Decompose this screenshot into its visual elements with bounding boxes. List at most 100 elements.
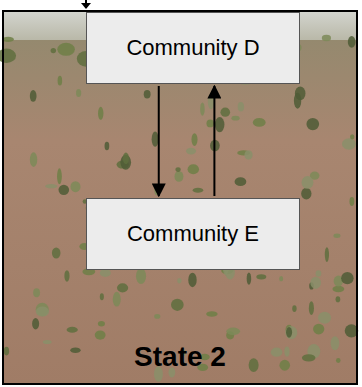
shrub bbox=[188, 164, 200, 174]
shrub bbox=[43, 340, 52, 344]
shrub bbox=[208, 94, 214, 109]
shrub bbox=[342, 138, 356, 150]
shrub bbox=[177, 278, 181, 283]
shrub bbox=[294, 93, 301, 109]
shrub bbox=[123, 153, 129, 165]
shrubs bbox=[0, 32, 358, 382]
shrub bbox=[30, 90, 37, 102]
shrub bbox=[332, 286, 344, 292]
shrub bbox=[57, 43, 75, 56]
shrub bbox=[271, 348, 283, 357]
shrub bbox=[188, 273, 196, 287]
shrub bbox=[210, 140, 220, 152]
shrub bbox=[285, 326, 297, 339]
shrub bbox=[36, 307, 49, 317]
shrub bbox=[30, 152, 37, 167]
community-box: Community D bbox=[86, 12, 300, 84]
shrub bbox=[113, 292, 121, 307]
shrub bbox=[350, 134, 354, 139]
shrub bbox=[301, 188, 311, 200]
shrub bbox=[286, 327, 292, 338]
shrub bbox=[336, 358, 341, 363]
community-box: Community E bbox=[86, 198, 300, 270]
shrub bbox=[95, 330, 106, 339]
shrub bbox=[309, 301, 314, 315]
ground bbox=[2, 10, 358, 385]
shrub bbox=[154, 314, 160, 319]
shrub bbox=[193, 188, 204, 193]
incoming-arrow-head bbox=[81, 3, 91, 9]
shrub bbox=[325, 247, 329, 262]
shrub bbox=[200, 102, 205, 115]
shrub bbox=[152, 132, 159, 147]
shrub bbox=[349, 197, 354, 206]
shrub bbox=[52, 247, 61, 258]
shrub bbox=[58, 76, 63, 86]
shrub bbox=[336, 296, 341, 302]
shrub bbox=[33, 288, 40, 297]
shrub bbox=[302, 354, 316, 361]
shrub bbox=[279, 276, 283, 281]
shrub bbox=[98, 107, 103, 120]
shrub bbox=[51, 48, 56, 53]
shrub bbox=[249, 358, 259, 372]
shrub bbox=[306, 118, 319, 130]
shrub bbox=[341, 272, 353, 284]
shrub bbox=[175, 167, 180, 172]
shrub bbox=[310, 277, 321, 289]
shrub bbox=[64, 270, 69, 282]
shrub bbox=[186, 148, 196, 155]
shrub bbox=[76, 89, 81, 97]
shrub bbox=[220, 108, 230, 117]
shrub bbox=[57, 168, 62, 184]
shrub bbox=[32, 318, 39, 329]
shrub bbox=[4, 347, 9, 356]
state-panel: State 2 Community D Community E bbox=[2, 10, 358, 385]
shrub bbox=[235, 177, 247, 186]
shrub bbox=[247, 273, 252, 285]
shrub bbox=[313, 324, 324, 335]
community-name: Community D bbox=[126, 35, 259, 61]
shrub bbox=[302, 176, 314, 189]
shrub bbox=[98, 321, 105, 326]
shrub bbox=[70, 181, 80, 192]
shrub bbox=[316, 270, 322, 277]
shrub bbox=[174, 171, 183, 182]
shrub bbox=[253, 118, 266, 127]
transition-arrow bbox=[158, 86, 160, 196]
shrub bbox=[284, 347, 289, 357]
shrub bbox=[279, 360, 290, 371]
shrub bbox=[215, 117, 225, 132]
shrub bbox=[36, 303, 49, 317]
shrub bbox=[105, 142, 110, 150]
community-name: Community E bbox=[127, 221, 259, 247]
shrub bbox=[244, 150, 252, 160]
shrub bbox=[331, 336, 340, 350]
transition-arrow bbox=[213, 86, 215, 196]
shrub bbox=[318, 312, 331, 324]
shrub bbox=[333, 234, 340, 238]
shrub bbox=[322, 35, 331, 42]
shrub bbox=[136, 268, 146, 284]
shrub bbox=[348, 36, 356, 48]
title-holder: State 2 bbox=[4, 341, 356, 373]
shrub bbox=[2, 37, 13, 42]
shrub bbox=[58, 185, 69, 195]
shrub bbox=[67, 327, 78, 333]
shrub bbox=[70, 347, 80, 353]
shrub bbox=[154, 184, 158, 195]
shrub bbox=[226, 328, 240, 336]
shrub bbox=[238, 102, 244, 111]
shrub bbox=[256, 274, 266, 279]
shrub bbox=[191, 133, 197, 146]
shrub bbox=[292, 305, 296, 312]
shrub bbox=[117, 283, 128, 292]
shrub bbox=[100, 269, 111, 277]
shrub bbox=[100, 293, 104, 300]
shrub bbox=[45, 184, 57, 188]
shrub bbox=[206, 119, 214, 127]
shrub bbox=[206, 311, 218, 317]
shrub bbox=[144, 90, 151, 98]
shrub bbox=[231, 116, 239, 121]
state-label: State 2 bbox=[134, 341, 226, 372]
